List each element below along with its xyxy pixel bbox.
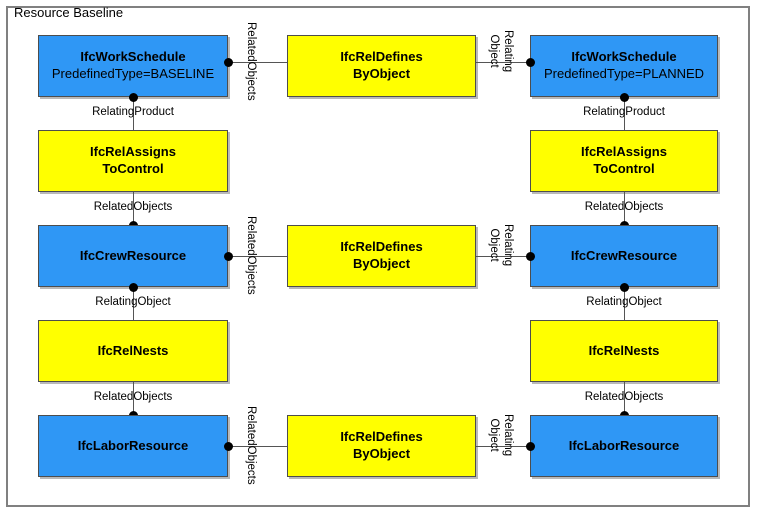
- node-title: IfcRelNests: [588, 342, 660, 358]
- node-mid-reldefinesbyobject-2[interactable]: IfcRelDefines ByObject: [287, 225, 476, 287]
- node-right-relnests[interactable]: IfcRelNests: [530, 320, 718, 382]
- node-title: IfcRelAssigns: [581, 144, 667, 160]
- node-subtitle: ByObject: [352, 66, 411, 81]
- node-title: IfcWorkSchedule: [80, 49, 186, 65]
- node-title: IfcRelDefines: [340, 239, 423, 255]
- edge-label-relatedobjects-row5: RelatedObjects: [245, 406, 257, 485]
- node-left-relassignstocontrol[interactable]: IfcRelAssigns ToControl: [38, 130, 228, 192]
- edge-label-relatingproduct-right-1: RelatingProduct: [583, 106, 665, 118]
- node-left-workschedule[interactable]: IfcWorkSchedule PredefinedType=BASELINE: [38, 35, 228, 97]
- edge-label-relatingobject-row5: Relating Object: [487, 414, 514, 456]
- edge-label-relatingobject-left-3: RelatingObject: [95, 296, 171, 308]
- edge-label-line2: Object: [488, 418, 501, 452]
- node-subtitle: PredefinedType=BASELINE: [51, 66, 215, 81]
- node-subtitle: ByObject: [352, 256, 411, 271]
- edge-endpoint-dot: [224, 58, 233, 67]
- node-subtitle: ByObject: [352, 446, 411, 461]
- edge-label-relatingproduct-left-1: RelatingProduct: [92, 106, 174, 118]
- diagram-title: Resource Baseline: [14, 5, 124, 20]
- edge-label-relatedobjects-row3: RelatedObjects: [245, 216, 257, 295]
- node-left-crewresource[interactable]: IfcCrewResource: [38, 225, 228, 287]
- node-right-crewresource[interactable]: IfcCrewResource: [530, 225, 718, 287]
- node-subtitle: ToControl: [593, 161, 655, 176]
- edge-left-to-mid-row3: [228, 256, 287, 257]
- edge-label-relatedobjects-right-2: RelatedObjects: [584, 201, 664, 213]
- edge-label-line1: Relating: [502, 30, 514, 73]
- node-mid-reldefinesbyobject-1[interactable]: IfcRelDefines ByObject: [287, 35, 476, 97]
- node-right-workschedule[interactable]: IfcWorkSchedule PredefinedType=PLANNED: [530, 35, 718, 97]
- edge-left-to-mid-row1: [228, 62, 287, 63]
- edge-label-relatingobject-row1: Relating Object: [487, 30, 514, 72]
- edge-left-row1-to-row2: [133, 97, 134, 130]
- edge-right-row4-to-row5: [624, 382, 625, 415]
- edge-left-row3-to-row4: [133, 287, 134, 320]
- node-right-relassignstocontrol[interactable]: IfcRelAssigns ToControl: [530, 130, 718, 192]
- edge-left-row2-to-row3: [133, 192, 134, 225]
- edge-endpoint-dot: [129, 93, 138, 102]
- edge-left-to-mid-row5: [228, 446, 287, 447]
- node-mid-reldefinesbyobject-3[interactable]: IfcRelDefines ByObject: [287, 415, 476, 477]
- node-subtitle: ToControl: [102, 161, 164, 176]
- node-title: IfcRelDefines: [340, 429, 423, 445]
- edge-endpoint-dot: [526, 442, 535, 451]
- node-left-laborresource[interactable]: IfcLaborResource: [38, 415, 228, 477]
- node-title: IfcRelNests: [97, 342, 169, 358]
- edge-right-row2-to-row3: [624, 192, 625, 225]
- edge-mid-to-right-row1: [476, 62, 530, 63]
- node-title: IfcLaborResource: [568, 437, 680, 453]
- edge-right-row1-to-row2: [624, 97, 625, 130]
- edge-endpoint-dot: [224, 442, 233, 451]
- edge-label-relatedobjects-left-4: RelatedObjects: [93, 391, 173, 403]
- edge-right-row3-to-row4: [624, 287, 625, 320]
- edge-left-row4-to-row5: [133, 382, 134, 415]
- edge-label-relatedobjects-right-4: RelatedObjects: [584, 391, 664, 403]
- node-left-relnests[interactable]: IfcRelNests: [38, 320, 228, 382]
- edge-label-line1: Relating: [502, 224, 514, 267]
- edge-endpoint-dot: [526, 58, 535, 67]
- edge-mid-to-right-row5: [476, 446, 530, 447]
- node-title: IfcCrewResource: [570, 247, 678, 263]
- edge-label-line2: Object: [488, 228, 501, 262]
- edge-endpoint-dot: [526, 252, 535, 261]
- edge-label-relatedobjects-row1: RelatedObjects: [245, 22, 257, 101]
- edge-label-line1: Relating: [502, 414, 514, 457]
- edge-label-relatingobject-row3: Relating Object: [487, 224, 514, 266]
- edge-mid-to-right-row3: [476, 256, 530, 257]
- edge-label-relatedobjects-left-2: RelatedObjects: [93, 201, 173, 213]
- edge-endpoint-dot: [620, 93, 629, 102]
- edge-label-relatingobject-right-3: RelatingObject: [586, 296, 662, 308]
- edge-endpoint-dot: [224, 252, 233, 261]
- node-subtitle: PredefinedType=PLANNED: [543, 66, 705, 81]
- node-right-laborresource[interactable]: IfcLaborResource: [530, 415, 718, 477]
- edge-endpoint-dot: [129, 283, 138, 292]
- node-title: IfcCrewResource: [79, 247, 187, 263]
- node-title: IfcRelDefines: [340, 49, 423, 65]
- node-title: IfcLaborResource: [77, 437, 189, 453]
- edge-label-line2: Object: [488, 34, 501, 68]
- node-title: IfcRelAssigns: [90, 144, 176, 160]
- node-title: IfcWorkSchedule: [571, 49, 677, 65]
- edge-endpoint-dot: [620, 283, 629, 292]
